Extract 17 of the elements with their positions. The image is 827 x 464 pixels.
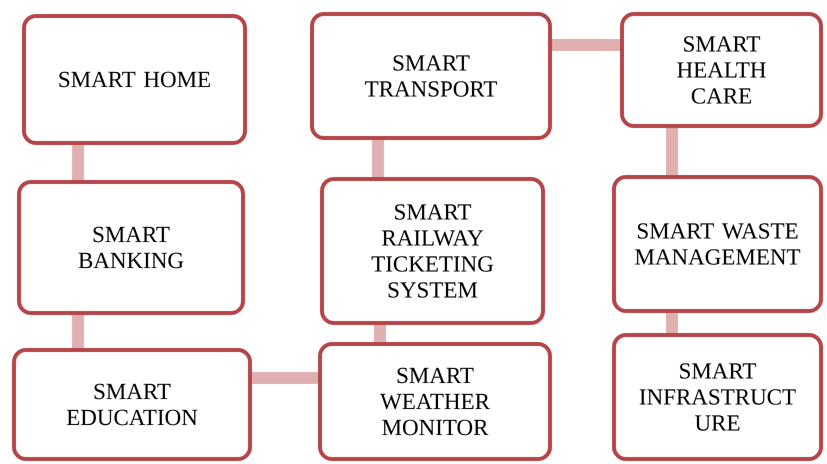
process-box: SMART HOME xyxy=(22,14,247,145)
process-box: SMART TRANSPORT xyxy=(310,12,552,140)
connector xyxy=(666,313,678,333)
connector xyxy=(666,128,678,175)
process-box: SMART BANKING xyxy=(17,180,245,315)
process-box: SMART HEALTH CARE xyxy=(620,12,823,128)
connector xyxy=(72,145,84,180)
process-box: SMART INFRASTRUCT URE xyxy=(612,333,823,461)
process-box: SMART EDUCATION xyxy=(12,348,252,461)
process-box: SMART WEATHER MONITOR xyxy=(318,342,552,461)
connector xyxy=(72,315,84,348)
connector xyxy=(372,140,384,177)
process-box: SMART RAILWAY TICKETING SYSTEM xyxy=(320,177,545,325)
connector xyxy=(552,39,620,51)
connector xyxy=(374,325,386,342)
connector xyxy=(252,372,318,384)
process-box: SMART WASTE MANAGEMENT xyxy=(612,175,823,313)
